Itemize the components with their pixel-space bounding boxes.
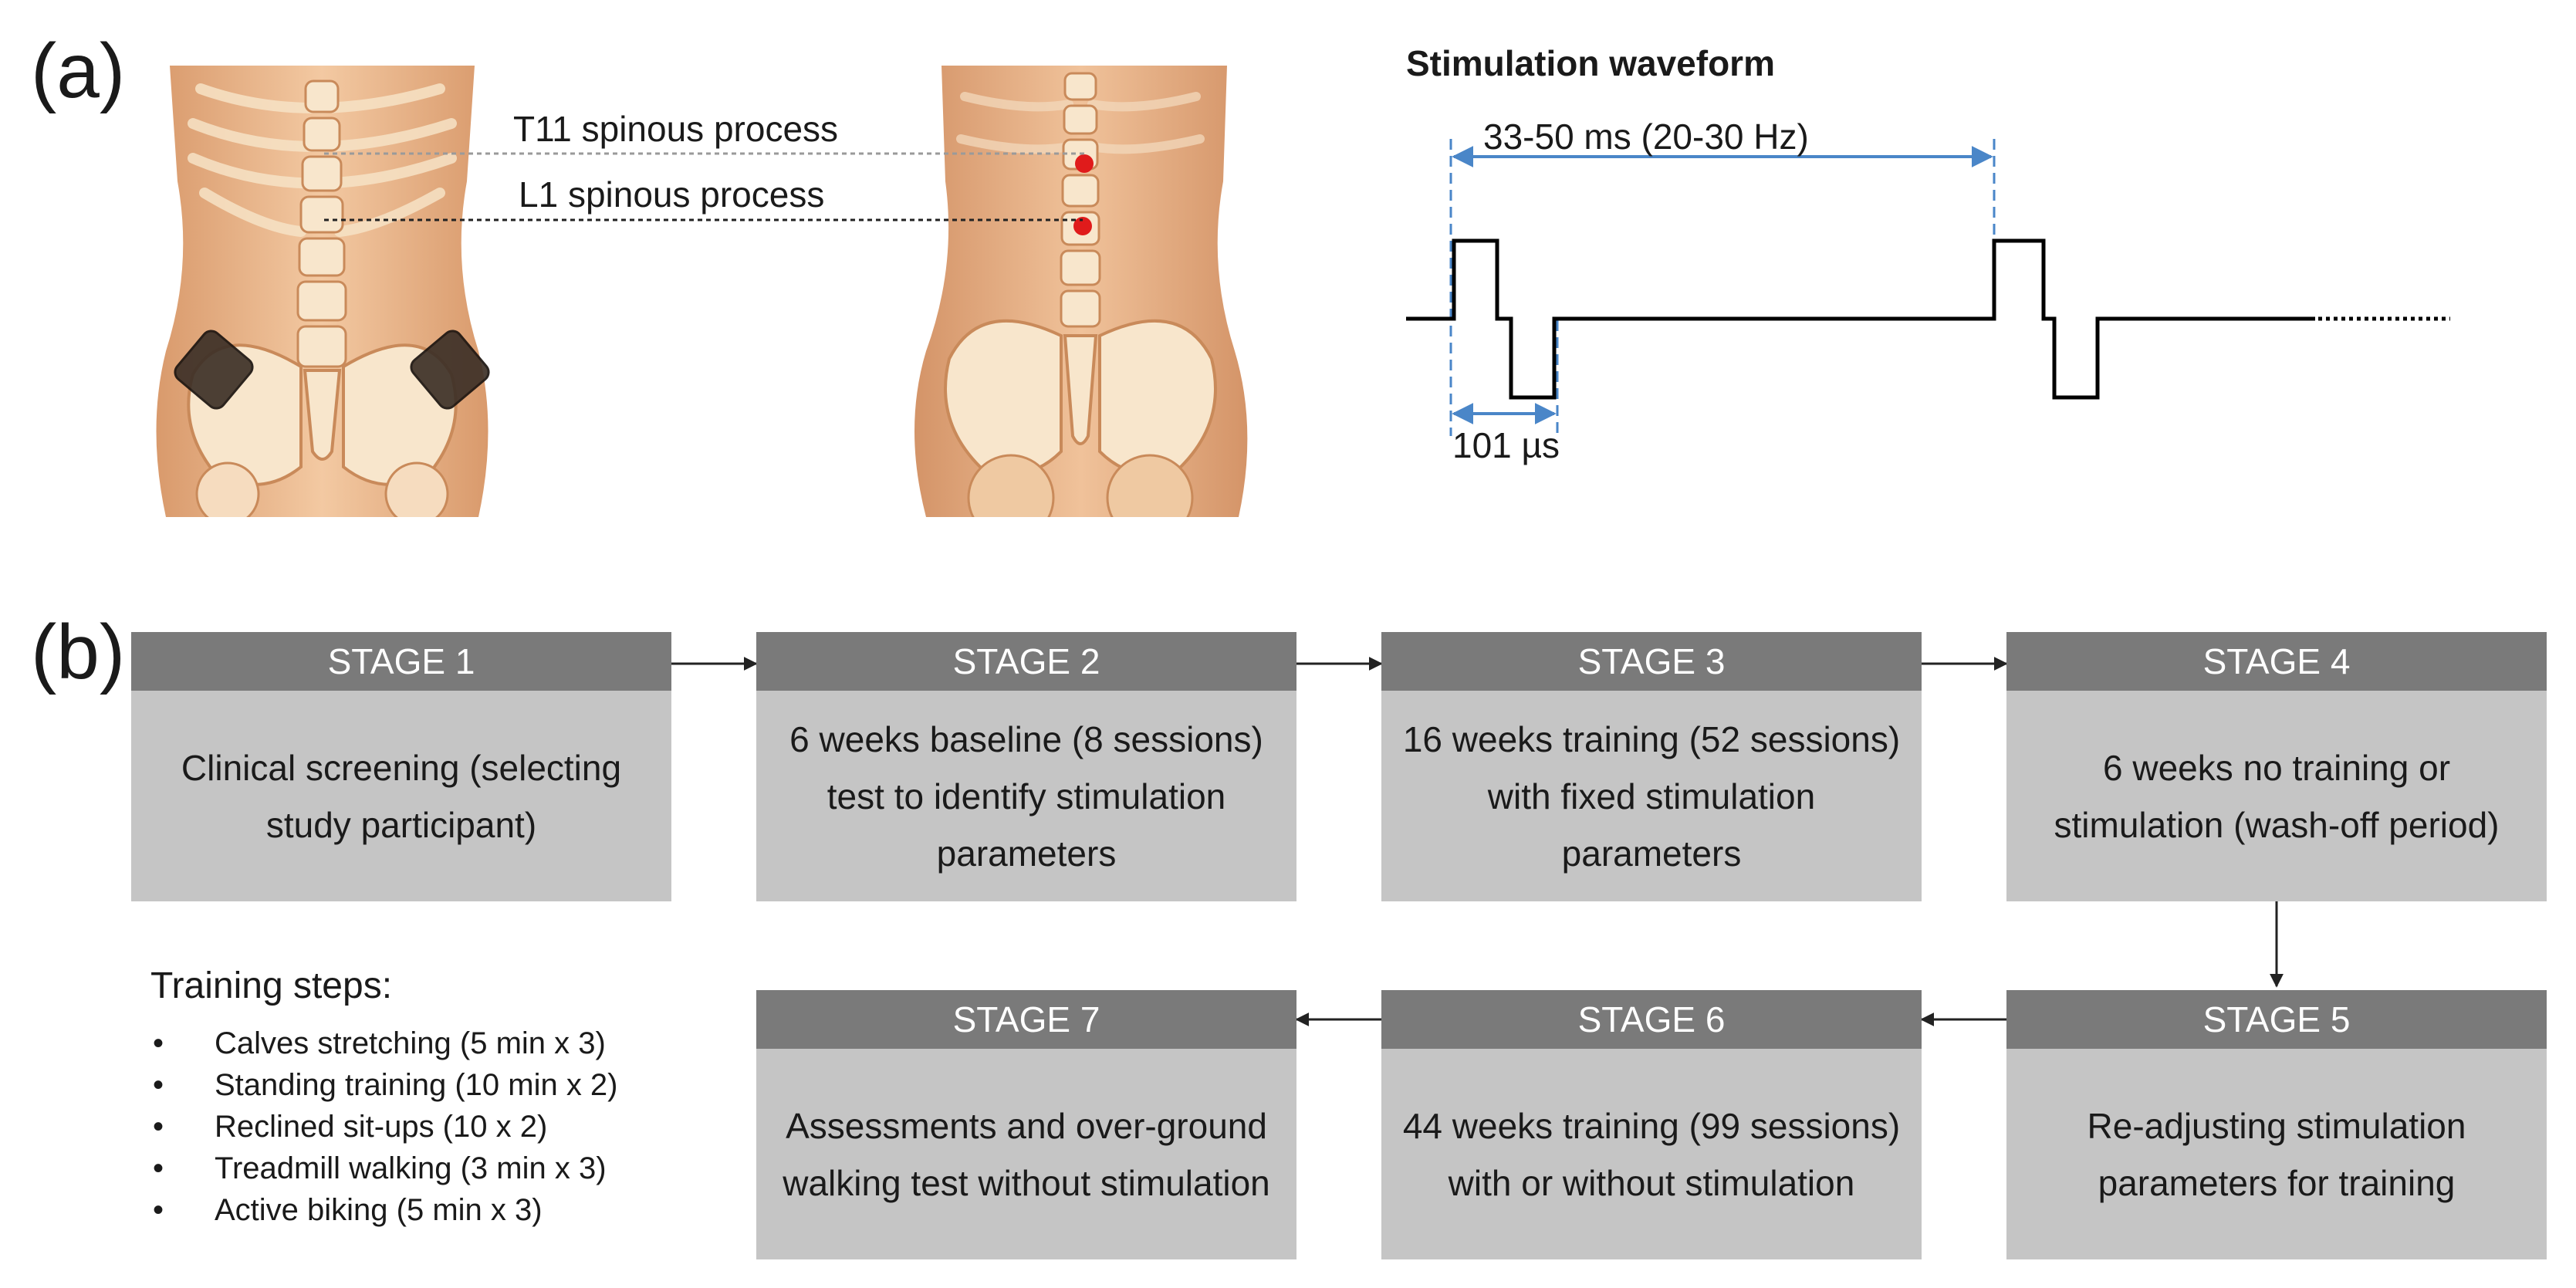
stage-6-header: STAGE 6 bbox=[1381, 990, 1922, 1049]
stage-1-box: STAGE 1 Clinical screening (selecting st… bbox=[131, 632, 671, 901]
training-steps-list: Calves stretching (5 min x 3) Standing t… bbox=[153, 1023, 618, 1231]
stage-5-body: Re-adjusting stimulation parameters for … bbox=[2006, 1049, 2547, 1259]
stage-3-body: 16 weeks training (52 sessions) with fix… bbox=[1381, 691, 1922, 901]
stage-4-body: 6 weeks no training or stimulation (wash… bbox=[2006, 691, 2547, 901]
stage-4-header: STAGE 4 bbox=[2006, 632, 2547, 691]
waveform-title: Stimulation waveform bbox=[1406, 43, 1775, 83]
stage-6-body: 44 weeks training (99 sessions) with or … bbox=[1381, 1049, 1922, 1259]
stage-2-box: STAGE 2 6 weeks baseline (8 sessions) te… bbox=[756, 632, 1296, 901]
electrode-pad-right bbox=[410, 330, 490, 410]
stage-7-box: STAGE 7 Assessments and over-ground walk… bbox=[756, 990, 1296, 1259]
training-step-item: Treadmill walking (3 min x 3) bbox=[153, 1148, 618, 1189]
stage-1-body: Clinical screening (selecting study part… bbox=[131, 691, 671, 901]
stage-7-header: STAGE 7 bbox=[756, 990, 1296, 1049]
panel-b-letter: (b) bbox=[31, 609, 126, 695]
t11-label: T11 spinous process bbox=[513, 109, 839, 149]
stage-7-body: Assessments and over-ground walking test… bbox=[756, 1049, 1296, 1259]
stage-4-box: STAGE 4 6 weeks no training or stimulati… bbox=[2006, 632, 2547, 901]
panel-a-letter: (a) bbox=[31, 28, 126, 114]
training-step-item: Active biking (5 min x 3) bbox=[153, 1189, 618, 1231]
waveform-trace bbox=[1406, 238, 2315, 400]
training-step-item: Standing training (10 min x 2) bbox=[153, 1064, 618, 1106]
stage-2-body: 6 weeks baseline (8 sessions) test to id… bbox=[756, 691, 1296, 901]
electrode-pad-left bbox=[174, 330, 254, 410]
period-label: 33-50 ms (20-30 Hz) bbox=[1483, 117, 1809, 157]
back-torso-illustration bbox=[914, 66, 1248, 517]
stage-2-header: STAGE 2 bbox=[756, 632, 1296, 691]
stage-6-box: STAGE 6 44 weeks training (99 sessions) … bbox=[1381, 990, 1922, 1259]
stage-1-header: STAGE 1 bbox=[131, 632, 671, 691]
training-steps-title: Training steps: bbox=[150, 965, 393, 1006]
t11-electrode-dot bbox=[1075, 154, 1094, 173]
stage-5-header: STAGE 5 bbox=[2006, 990, 2547, 1049]
stage-3-header: STAGE 3 bbox=[1381, 632, 1922, 691]
l1-electrode-dot bbox=[1073, 217, 1092, 235]
pulse-width-label: 101 µs bbox=[1452, 425, 1560, 465]
stage-3-box: STAGE 3 16 weeks training (52 sessions) … bbox=[1381, 632, 1922, 901]
front-torso-illustration bbox=[156, 66, 490, 517]
training-step-item: Calves stretching (5 min x 3) bbox=[153, 1023, 618, 1064]
l1-label: L1 spinous process bbox=[519, 174, 825, 215]
stage-5-box: STAGE 5 Re-adjusting stimulation paramet… bbox=[2006, 990, 2547, 1259]
training-step-item: Reclined sit-ups (10 x 2) bbox=[153, 1106, 618, 1148]
